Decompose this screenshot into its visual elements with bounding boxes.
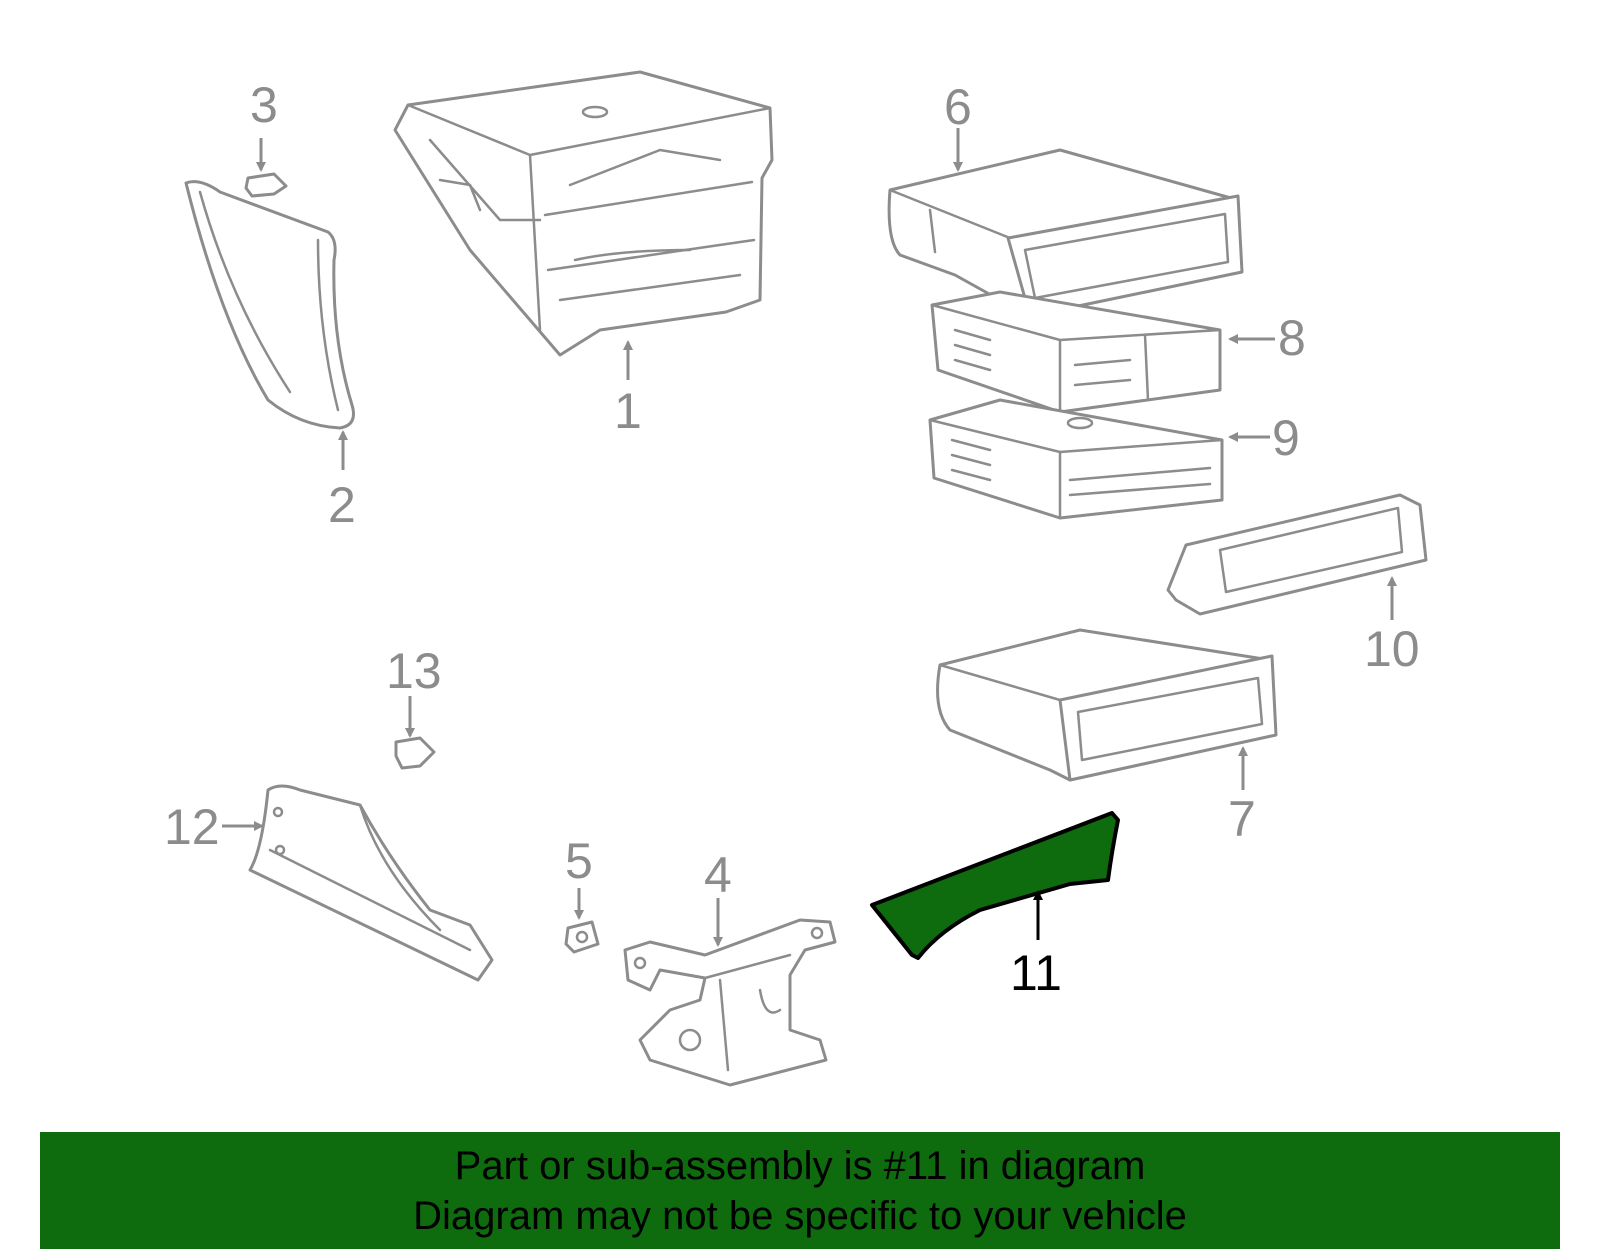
callout-10: 10 xyxy=(1364,621,1420,677)
part-3-clip[interactable] xyxy=(244,172,288,198)
callout-12: 12 xyxy=(164,799,220,855)
callout-6: 6 xyxy=(944,79,972,135)
part-12-trim[interactable] xyxy=(248,784,494,982)
banner-line-1: Part or sub-assembly is #11 in diagram xyxy=(454,1143,1146,1188)
callout-11: 11 xyxy=(1010,945,1062,1001)
callout-labels: 3 2 1 6 8 9 10 7 13 12 5 4 11 xyxy=(164,77,1420,1001)
part-8-module[interactable] xyxy=(930,290,1222,414)
part-7-lower-box[interactable] xyxy=(936,628,1278,782)
part-9-module[interactable] xyxy=(928,398,1224,520)
callout-5: 5 xyxy=(565,833,593,889)
callout-9: 9 xyxy=(1272,410,1300,466)
callout-7: 7 xyxy=(1228,791,1256,847)
callout-arrows xyxy=(222,128,1397,947)
part-13-clip[interactable] xyxy=(394,736,436,770)
banner-line-2: Diagram may not be specific to your vehi… xyxy=(413,1193,1187,1238)
callout-8: 8 xyxy=(1278,310,1306,366)
part-4-bracket[interactable] xyxy=(623,918,837,1087)
callout-1: 1 xyxy=(614,383,642,439)
part-2-side-trim[interactable] xyxy=(184,180,355,430)
part-5-nut[interactable] xyxy=(564,920,600,954)
info-banner: Part or sub-assembly is #11 in diagram D… xyxy=(40,1132,1560,1249)
part-11-highlighted-trim[interactable] xyxy=(870,811,1120,960)
callout-13: 13 xyxy=(386,643,442,699)
part-10-panel[interactable] xyxy=(1166,493,1428,616)
callout-2: 2 xyxy=(328,477,356,533)
parts-diagram: 3 2 1 6 8 9 10 7 13 12 5 4 11 xyxy=(164,70,1428,1087)
part-6-upper-box[interactable] xyxy=(887,148,1244,318)
callout-4: 4 xyxy=(704,847,732,903)
callout-3: 3 xyxy=(250,77,278,133)
part-1-console-frame[interactable] xyxy=(393,70,774,357)
